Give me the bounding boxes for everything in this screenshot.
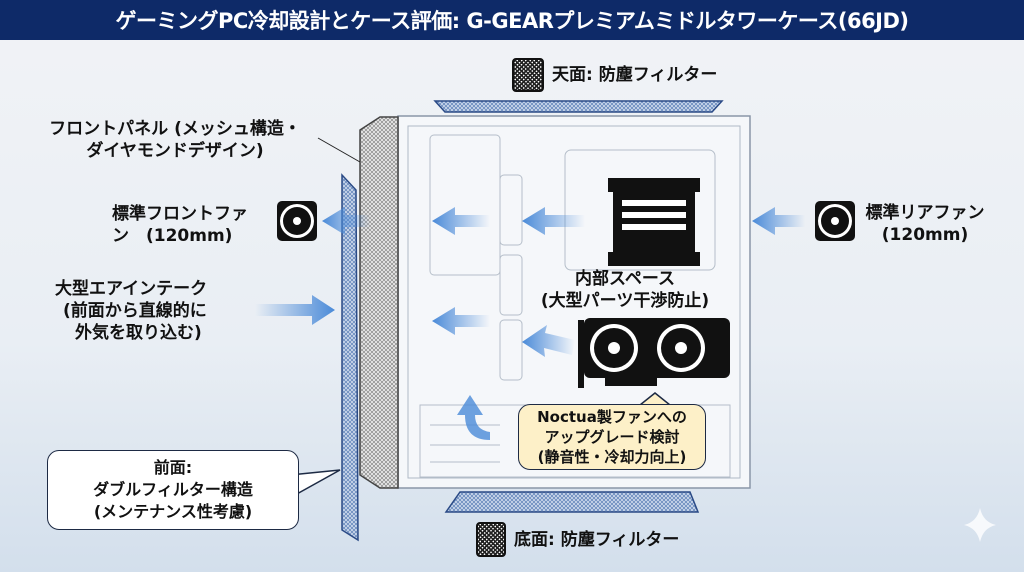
front-fan-label: 標準フロントファ ン (120mm) [112,203,272,247]
front-fan-line2: ン (120mm) [112,226,233,246]
double-filter-line1: 前面: [153,458,193,477]
interior-space-label: 内部スペース (大型パーツ干渉防止) [530,268,720,312]
rear-fan-line2: (120mm) [881,225,969,245]
top-dust-filter [433,100,724,113]
double-filter-line3: (メンテナンス性考慮) [93,502,253,521]
noctua-line2: アップグレード検討 [544,428,680,446]
top-filter-label: 天面: 防塵フィルター [552,65,718,85]
intake-line3: 外気を取り込む) [75,323,202,343]
interior-line2: (大型パーツ干渉防止) [540,291,710,311]
gpu-icon [578,318,730,388]
interior-line1: 内部スペース [575,269,675,289]
bottom-dust-filter [444,491,700,513]
intake-line2: (前面から直線的に [63,301,207,321]
rear-fan-label: 標準リアファン (120mm) [860,202,990,246]
noctua-line3: (静音性・冷却力向上) [537,448,687,466]
page-title: ゲーミングPC冷却設計とケース評価: G-GEARプレミアムミドルタワーケース(… [0,0,1024,40]
front-panel-line1: フロントパネル (メッシュ構造・ [49,119,301,139]
noctua-upgrade-callout: Noctua製ファンへの アップグレード検討 (静音性・冷却力向上) [518,404,706,470]
noctua-line1: Noctua製ファンへの [537,408,687,426]
rear-fan-line1: 標準リアファン [865,203,985,223]
front-panel-line2: ダイヤモンドデザイン) [86,141,264,161]
sparkle-icon [964,508,996,542]
airflow-arrows [255,207,805,440]
air-intake-label: 大型エアインテーク (前面から直線的に 外気を取り込む) [55,278,207,344]
front-dust-filter [341,173,359,542]
fan-icon [815,201,855,241]
front-mesh-panel [359,116,399,489]
double-filter-line2: ダブルフィルター構造 [93,480,253,499]
front-panel-label: フロントパネル (メッシュ構造・ ダイヤモンドデザイン) [25,118,325,162]
bottom-filter-label: 底面: 防塵フィルター [514,530,680,550]
mesh-filter-icon [512,58,544,92]
mesh-filter-icon [476,522,506,557]
front-fan-line1: 標準フロントファ [112,204,248,224]
intake-line1: 大型エアインテーク [55,279,208,299]
double-filter-callout: 前面: ダブルフィルター構造 (メンテナンス性考慮) [47,450,299,530]
cpu-cooler-icon [608,178,700,266]
fan-icon [277,201,317,241]
